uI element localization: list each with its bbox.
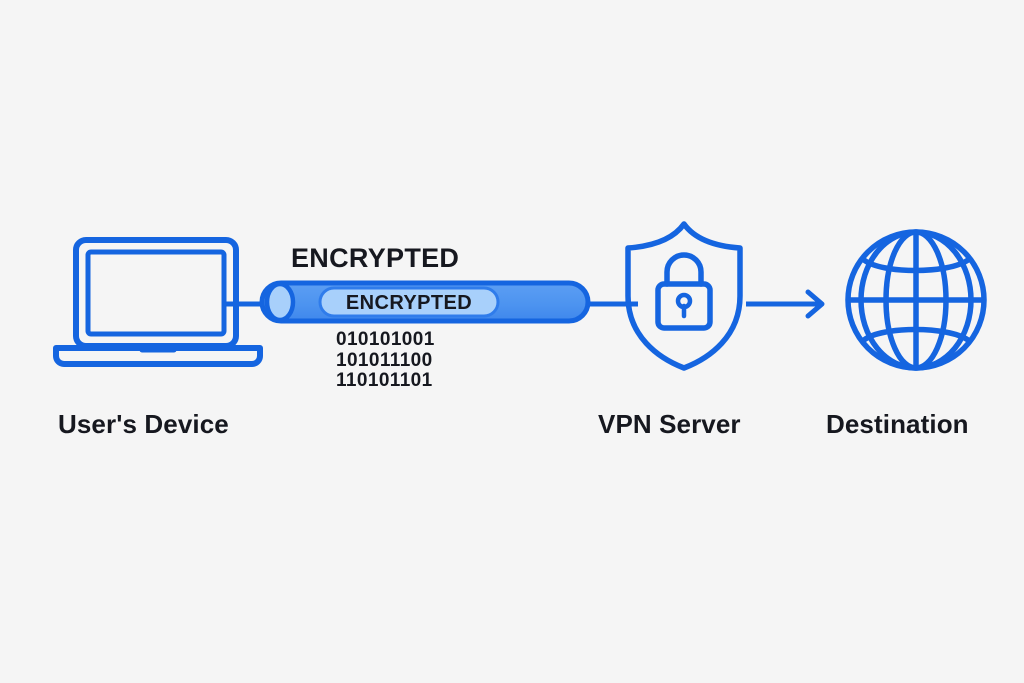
shield-lock-icon xyxy=(614,218,754,374)
tunnel-badge-label: ENCRYPTED xyxy=(346,292,472,314)
binary-line-2: 101011100 xyxy=(336,349,433,371)
label-vpn-server: VPN Server xyxy=(598,409,741,439)
binary-line-3: 110101101 xyxy=(336,370,433,391)
encrypted-heading: ENCRYPTED xyxy=(291,243,460,273)
globe-icon xyxy=(842,226,990,374)
arrow-server-to-destination xyxy=(743,288,850,320)
binary-payload-text: 010101001 101011100 110101101 xyxy=(336,329,435,392)
laptop-icon xyxy=(50,236,266,372)
label-user-device: User's Device xyxy=(58,409,229,439)
binary-line-1: 010101001 xyxy=(336,329,435,350)
encrypted-tunnel: ENCRYPTED xyxy=(258,272,598,332)
label-destination: Destination xyxy=(826,409,969,439)
